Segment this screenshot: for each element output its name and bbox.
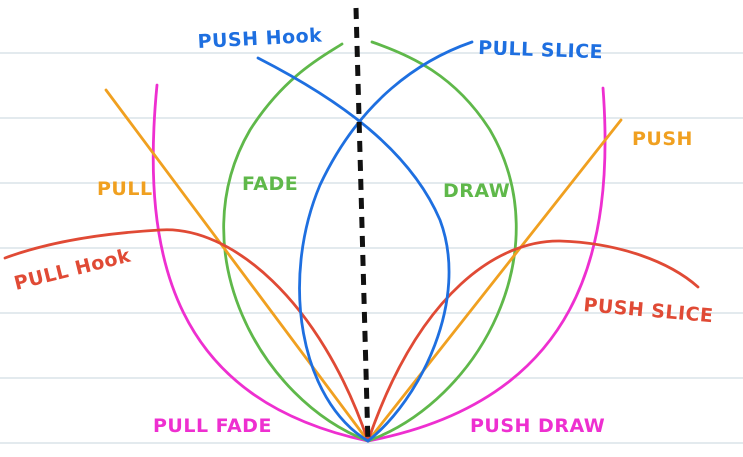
draw-curve	[366, 40, 518, 443]
fade-curve	[222, 42, 370, 443]
push-draw-curve	[366, 86, 607, 443]
pull-line	[104, 88, 370, 443]
pull-slice-curve	[298, 40, 474, 443]
label-pull-hook: PULL Hook	[12, 245, 133, 295]
pull-fade-curve	[151, 83, 370, 443]
push-line	[366, 118, 623, 443]
label-pull-fade: PULL FADE	[153, 415, 272, 437]
label-push-hook: PUSH Hook	[197, 24, 323, 52]
label-push-draw: PUSH DRAW	[470, 415, 605, 437]
label-pull-slice: PULL SLICE	[478, 37, 604, 63]
pull-hook-curve	[3, 228, 370, 443]
label-pull: PULL	[97, 178, 153, 200]
target-line	[353, 7, 371, 445]
ruled-lines	[0, 52, 743, 444]
label-push-slice: PUSH SLICE	[583, 294, 715, 327]
push-slice-curve	[366, 239, 700, 443]
label-push: PUSH	[632, 128, 693, 150]
push-hook-curve	[256, 56, 451, 443]
label-draw: DRAW	[443, 180, 510, 202]
label-fade: FADE	[242, 173, 298, 195]
